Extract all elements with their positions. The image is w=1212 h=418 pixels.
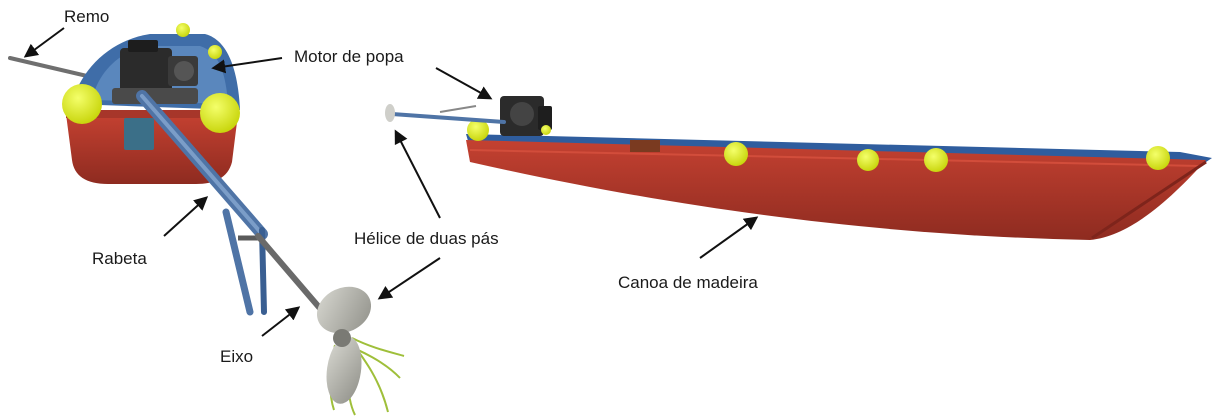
propeller <box>316 286 372 404</box>
long-canoe-side-view <box>385 96 1212 240</box>
float <box>176 23 190 37</box>
label-helice-de-duas-pas: Hélice de duas pás <box>354 229 499 248</box>
small-boat-rear-view <box>8 23 240 184</box>
float <box>200 93 240 133</box>
canoe-engine <box>500 96 552 136</box>
arrow-eixo <box>261 306 301 337</box>
float <box>467 119 489 141</box>
label-motor-de-popa: Motor de popa <box>294 47 404 66</box>
float <box>724 142 748 166</box>
arrow-remo <box>23 27 65 58</box>
arrow-rabeta <box>163 196 209 237</box>
arrow-helice-right <box>377 257 441 300</box>
propeller-shaft <box>255 233 333 323</box>
callout-arrows <box>23 27 759 337</box>
tail-shaft-assembly <box>136 90 405 416</box>
canoe-tail-shaft <box>390 112 506 124</box>
float <box>208 45 222 59</box>
canoe-propeller <box>385 104 395 122</box>
label-canoa-de-madeira: Canoa de madeira <box>618 273 758 292</box>
label-rabeta: Rabeta <box>92 249 147 268</box>
arrow-canoa <box>699 216 759 259</box>
arrow-motor-right <box>435 67 493 100</box>
label-remo: Remo <box>64 7 110 26</box>
label-eixo: Eixo <box>220 347 254 366</box>
float <box>924 148 948 172</box>
float <box>62 84 102 124</box>
small-boat-engine <box>112 40 198 150</box>
arrow-motor-left <box>211 57 283 74</box>
float <box>857 149 879 171</box>
canoe-hull <box>466 140 1206 240</box>
float <box>1146 146 1170 170</box>
arrow-helice-left <box>394 129 441 219</box>
